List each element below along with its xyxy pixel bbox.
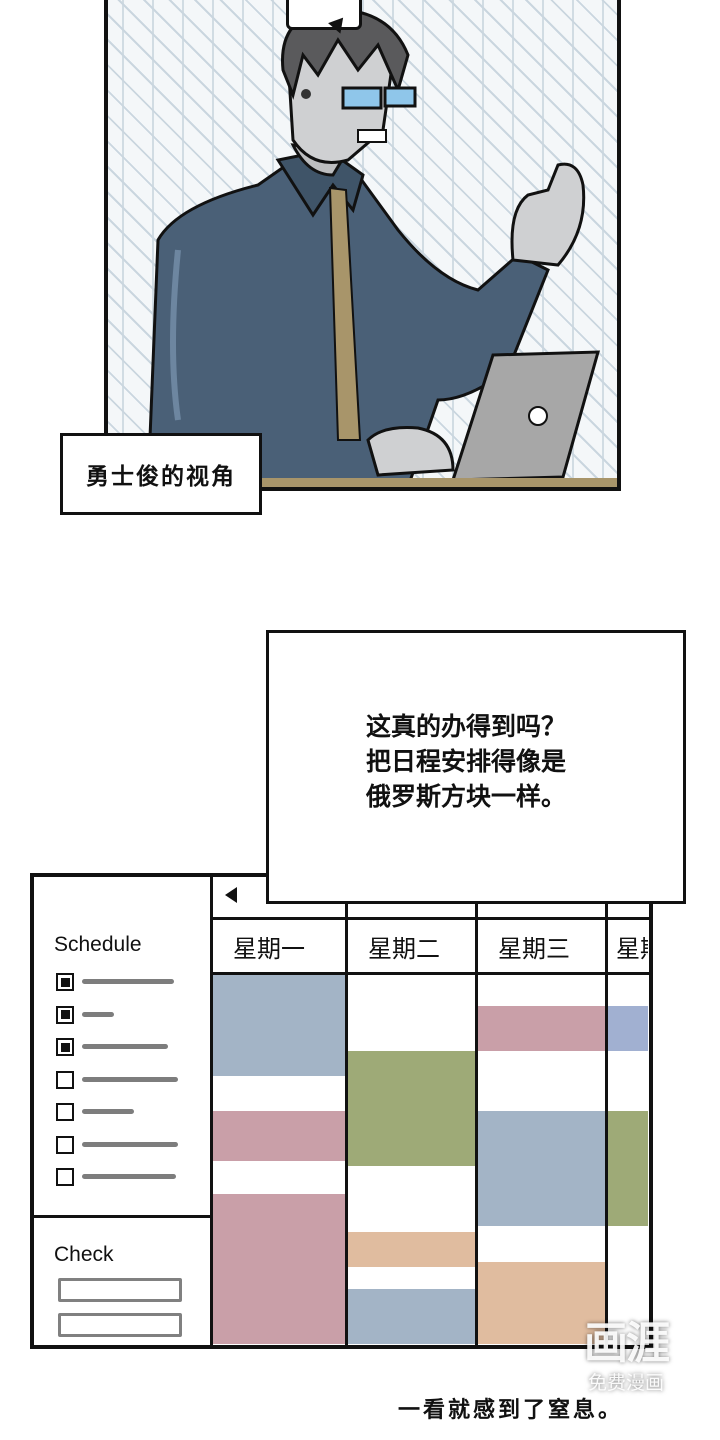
task-checkbox[interactable] xyxy=(56,1135,74,1154)
narration-box: 这真的办得到吗？ 把日程安排得像是 俄罗斯方块一样。 xyxy=(266,630,686,904)
day-label[interactable]: 星期一 xyxy=(233,934,305,963)
day-label[interactable]: 星期三 xyxy=(498,934,570,963)
day-column-monday: 星期一 xyxy=(213,877,348,1345)
day-events-area xyxy=(478,975,605,1345)
check-title: Check xyxy=(54,1243,114,1266)
schedule-title: Schedule xyxy=(54,933,142,956)
day-events-area xyxy=(608,975,648,1345)
task-label-placeholder xyxy=(82,979,174,984)
task-label-placeholder xyxy=(82,1109,134,1114)
watermark-brand: 画涯 xyxy=(584,1318,670,1369)
event-block-periwinkle[interactable] xyxy=(608,1006,648,1051)
office-worker-illustration xyxy=(108,8,617,487)
task-list-section: Schedule xyxy=(34,877,210,1218)
task-label-placeholder xyxy=(82,1141,178,1147)
bottom-caption: 一看就感到了窒息。 xyxy=(398,1398,624,1423)
event-block-blue[interactable] xyxy=(348,1289,475,1344)
previous-week-arrow-icon[interactable] xyxy=(225,887,237,903)
task-checkbox[interactable] xyxy=(56,1038,74,1056)
task-checkbox[interactable] xyxy=(56,973,74,991)
schedule-sidebar: Schedule Check xyxy=(34,877,213,1345)
watermark-tagline: 免费漫画 xyxy=(587,1372,664,1394)
task-checkbox[interactable] xyxy=(56,1103,74,1121)
comic-panel-office xyxy=(104,0,621,491)
perspective-caption-box: 勇士俊的视角 xyxy=(60,433,262,515)
day-column-thursday: 星期四 xyxy=(608,877,648,1345)
day-column-wednesday: 星期三 xyxy=(478,877,608,1345)
day-label[interactable]: 星期四 xyxy=(616,934,648,963)
day-column-tuesday: 星期二 xyxy=(348,877,478,1345)
task-label-placeholder xyxy=(82,1044,168,1049)
event-block-peach[interactable] xyxy=(348,1232,475,1267)
event-block-blue[interactable] xyxy=(213,975,345,1076)
task-label-placeholder xyxy=(82,1011,114,1017)
check-field-1[interactable] xyxy=(58,1278,182,1302)
event-block-green[interactable] xyxy=(608,1111,648,1226)
schedule-app-window: Schedule Check 星期一 星期二 星期三 星期四 xyxy=(30,873,653,1349)
task-checkbox[interactable] xyxy=(56,1005,74,1024)
task-checkbox[interactable] xyxy=(56,1070,74,1089)
speech-bubble xyxy=(286,0,362,30)
event-block-pink[interactable] xyxy=(213,1111,345,1161)
event-block-peach[interactable] xyxy=(478,1262,605,1344)
task-label-placeholder xyxy=(82,1174,176,1179)
narration-text: 这真的办得到吗？ 把日程安排得像是 俄罗斯方块一样。 xyxy=(365,711,566,811)
day-header-row xyxy=(213,917,649,975)
calendar-week-view: 星期一 星期二 星期三 星期四 xyxy=(213,877,649,1345)
day-events-area xyxy=(348,975,475,1345)
watermark-logo: 画涯 免费漫画 xyxy=(566,1318,686,1416)
event-block-green[interactable] xyxy=(348,1051,475,1166)
day-label[interactable]: 星期二 xyxy=(368,934,440,963)
task-checkbox[interactable] xyxy=(56,1168,74,1186)
day-events-area xyxy=(213,975,345,1345)
task-label-placeholder xyxy=(82,1076,178,1082)
event-block-blue[interactable] xyxy=(478,1111,605,1226)
check-field-2[interactable] xyxy=(58,1313,182,1337)
event-block-pink[interactable] xyxy=(213,1194,345,1344)
perspective-caption-text: 勇士俊的视角 xyxy=(86,464,236,490)
event-block-pink[interactable] xyxy=(478,1006,605,1051)
